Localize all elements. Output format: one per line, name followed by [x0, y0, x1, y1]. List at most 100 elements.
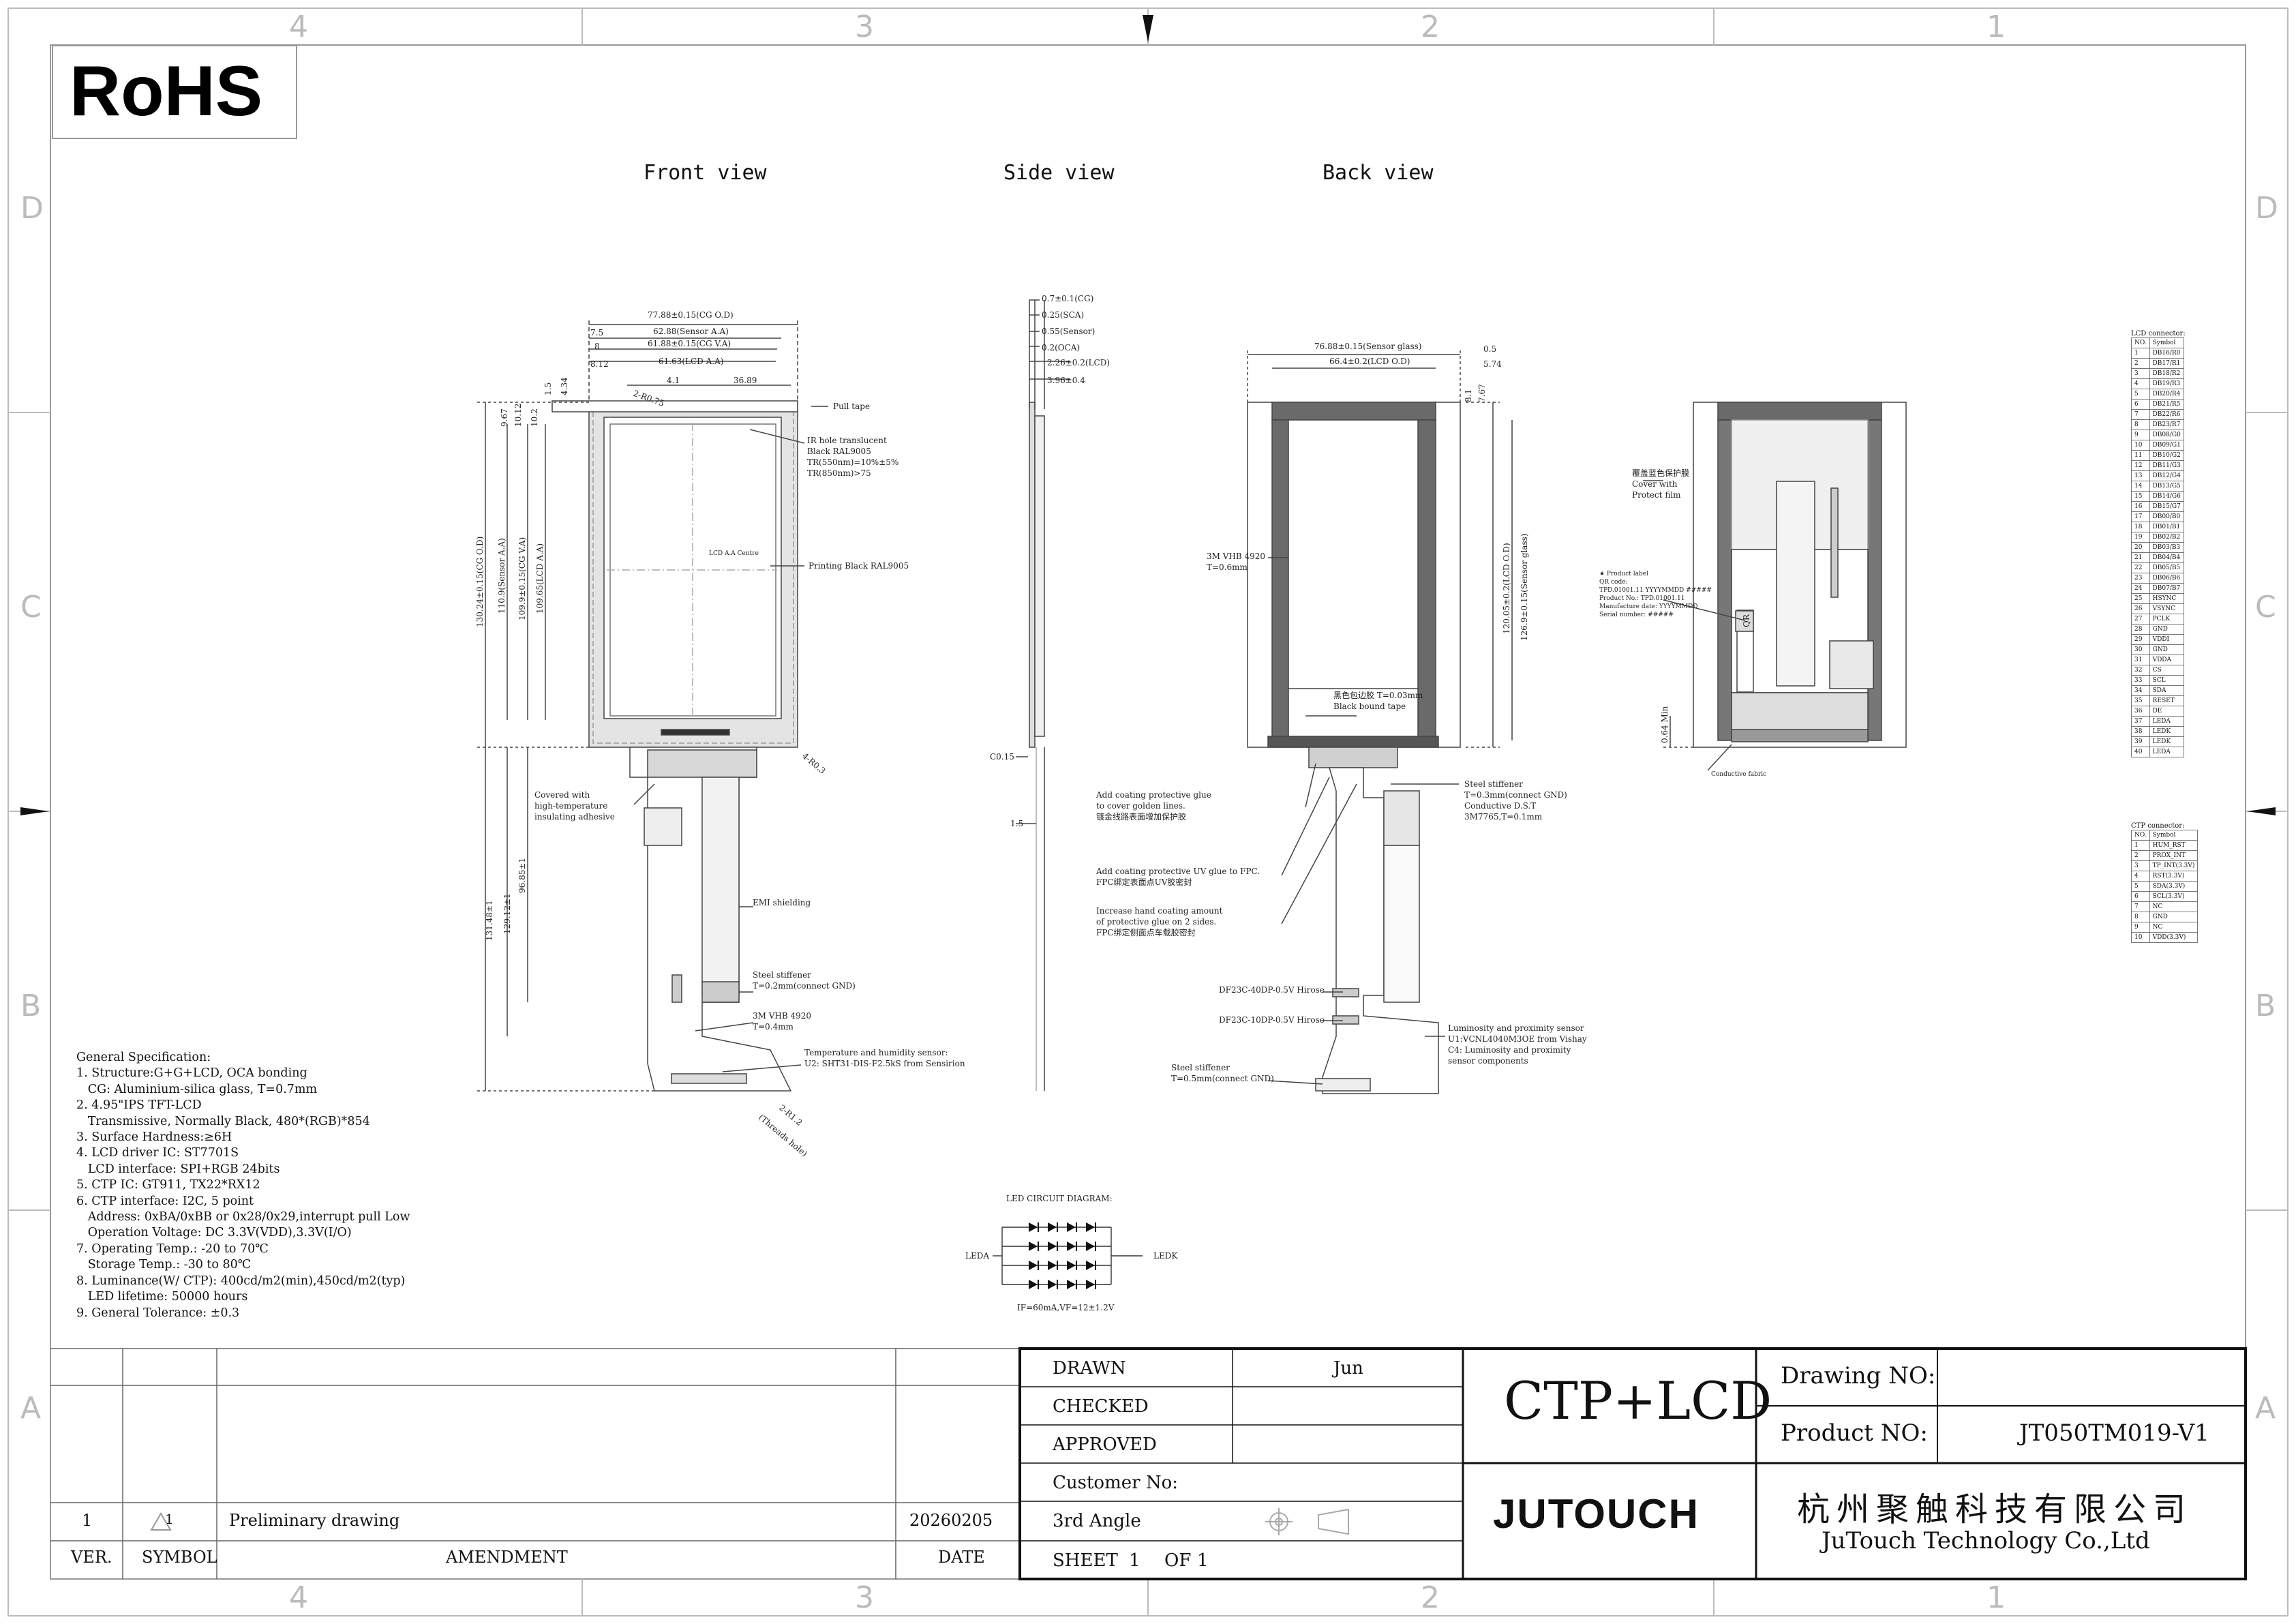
front-view-title: Front view	[644, 161, 767, 185]
tb-drawing-no-label: Drawing NO:	[1781, 1362, 1936, 1389]
lcd-connector-title: LCD connector:	[2131, 330, 2186, 337]
spec-line: 8. Luminance(W/ CTP): 400cd/m2(min),450c…	[76, 1274, 406, 1288]
pin-symbol: DB09/G1	[2149, 440, 2184, 451]
table-header-cell: NO.	[2131, 337, 2150, 348]
pin-symbol: NC	[2149, 922, 2199, 933]
led-diode-symbol	[1029, 1222, 1038, 1232]
led-diode-symbol	[1086, 1280, 1095, 1289]
pin-symbol: SCL(3.3V)	[2149, 891, 2199, 902]
tb-product-no: JT050TM019-V1	[2019, 1419, 2209, 1447]
grid-label-right-D: D	[2255, 191, 2278, 226]
spec-line: 9. General Tolerance: ±0.3	[76, 1306, 240, 1320]
led-diode-symbol	[1048, 1242, 1057, 1251]
grid-label-left-B: B	[20, 989, 42, 1023]
grid-label-right-A: A	[2255, 1391, 2276, 1426]
led-diode-symbol	[1067, 1280, 1076, 1289]
spec-heading: General Specification:	[76, 1051, 211, 1064]
led-diode-symbol	[1067, 1222, 1076, 1232]
tb-company-cn: 杭州聚触科技有限公司	[1797, 1490, 2193, 1529]
table-header-row: NO.Symbol	[2131, 830, 2199, 841]
pin-number: 5	[2131, 881, 2150, 892]
pin-number: 37	[2131, 716, 2150, 727]
rohs-box: RoHS	[52, 45, 297, 139]
pin-symbol: LEDA	[2149, 716, 2184, 727]
pin-number: 33	[2131, 675, 2150, 686]
tb-company-en: JuTouch Technology Co.,Ltd	[1822, 1527, 2150, 1554]
pin-number: 6	[2131, 891, 2150, 902]
pin-number: 3	[2131, 368, 2150, 379]
pin-number: 14	[2131, 481, 2150, 492]
pin-number: 29	[2131, 634, 2150, 645]
spec-line: LED lifetime: 50000 hours	[76, 1290, 248, 1304]
spec-line: 4. LCD driver IC: ST7701S	[76, 1146, 239, 1160]
pin-number: 3	[2131, 860, 2150, 871]
tb-product-type: CTP+LCD	[1504, 1370, 1772, 1431]
pin-symbol: GND	[2149, 912, 2199, 922]
pin-number: 7	[2131, 409, 2150, 420]
led-diode-symbol	[1067, 1261, 1076, 1270]
spec-line: 2. 4.95"IPS TFT-LCD	[76, 1098, 202, 1113]
pin-number: 20	[2131, 542, 2150, 553]
pin-number: 12	[2131, 460, 2150, 471]
general-specification: General Specification:1. Structure:G+G+L…	[76, 1050, 410, 1321]
spec-line: 5. CTP IC: GT911, TX22*RX12	[76, 1178, 260, 1192]
revision-header-amendment: AMENDMENT	[446, 1548, 568, 1567]
pin-number: 18	[2131, 522, 2150, 532]
pin-symbol: DB14/G6	[2149, 491, 2184, 502]
tb-approved-label: APPROVED	[1053, 1434, 1157, 1455]
pin-symbol: DB00/B0	[2149, 511, 2184, 522]
pin-symbol: SDA(3.3V)	[2149, 881, 2199, 892]
pin-number: 39	[2131, 736, 2150, 747]
pin-symbol: VDDI	[2149, 634, 2184, 645]
pin-number: 5	[2131, 389, 2150, 400]
tb-checked-label: CHECKED	[1053, 1396, 1149, 1417]
pin-symbol: RST(3.3V)	[2149, 871, 2199, 882]
pin-number: 27	[2131, 614, 2150, 625]
tb-customer-label: Customer No:	[1053, 1473, 1178, 1493]
pin-symbol: DB21/R5	[2149, 399, 2184, 410]
pin-symbol: LEDK	[2149, 736, 2184, 747]
pin-number: 11	[2131, 450, 2150, 461]
revision-symbol: 1	[165, 1511, 174, 1527]
pin-symbol: DB04/B4	[2149, 552, 2184, 563]
pin-symbol: DE	[2149, 706, 2184, 717]
side-view-title: Side view	[1003, 161, 1115, 185]
grid-label-bottom-2: 2	[1421, 1580, 1440, 1615]
pin-number: 7	[2131, 901, 2150, 912]
rohs-mark: RoHS	[70, 52, 263, 131]
pin-number: 28	[2131, 624, 2150, 635]
pin-symbol: DB12/G4	[2149, 470, 2184, 481]
grid-label-left-C: C	[20, 590, 42, 625]
pin-symbol: DB06/B6	[2149, 573, 2184, 584]
pin-symbol: SCL	[2149, 675, 2184, 686]
grid-label-top-4: 4	[289, 10, 308, 44]
pin-number: 2	[2131, 850, 2150, 861]
grid-label-left-D: D	[20, 191, 44, 226]
pin-number: 25	[2131, 593, 2150, 604]
spec-line: 3. Surface Hardness:≥6H	[76, 1130, 232, 1145]
pin-number: 32	[2131, 665, 2150, 676]
pin-number: 21	[2131, 552, 2150, 563]
pin-symbol: RESET	[2149, 695, 2184, 706]
